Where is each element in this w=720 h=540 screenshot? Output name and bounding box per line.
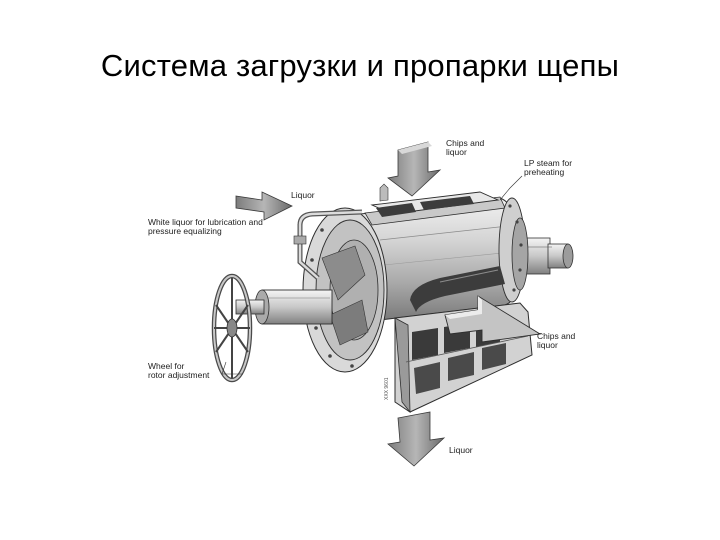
label-liquor-bottom: Liquor [449,445,473,455]
label-white-liquor: White liquor for lubrication and pressur… [148,217,263,236]
leader-lines [221,175,523,375]
slide-title: Система загрузки и пропарки щепы [100,48,620,83]
white-liquor-pipe [293,209,363,280]
chips-liquor-out-arrow [444,295,542,343]
label-liquor-top: Liquor [291,190,315,200]
image-code: XXX 9601 [384,377,390,400]
top-inlet [370,183,500,217]
left-flange [302,207,388,373]
label-chips-liquor-in: Chips and liquor [446,138,485,157]
label-wheel: Wheel for rotor adjustment [148,361,210,380]
rotor-slot [410,266,505,312]
liquor-out-arrow [387,411,446,467]
chips-liquor-in-arrow [387,141,442,197]
adjustment-wheel-icon [211,273,253,383]
label-lp-steam: LP steam for preheating [524,158,573,177]
label-chips-liquor-out: Chips and liquor [537,331,576,350]
liquor-in-arrow [235,191,293,221]
